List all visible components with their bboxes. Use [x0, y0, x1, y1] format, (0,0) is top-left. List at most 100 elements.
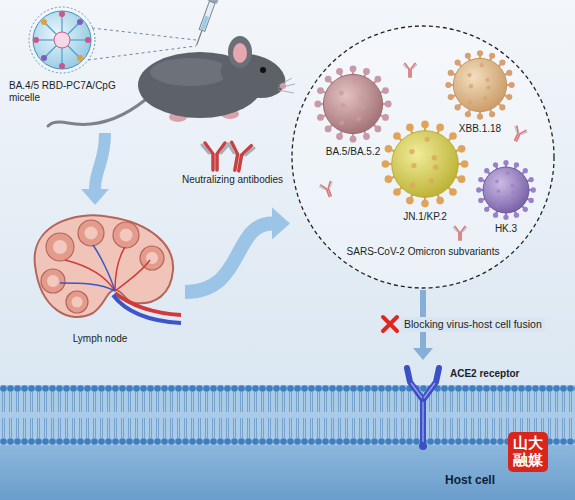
spike-protein: [514, 162, 519, 167]
spike-protein: [382, 87, 389, 94]
spike-protein: [531, 187, 536, 192]
cytoplasm: [0, 445, 575, 500]
virus-dot: [410, 183, 415, 188]
follicle: [113, 222, 139, 248]
spike-protein: [455, 104, 461, 110]
spike-protein: [449, 188, 457, 196]
spike-protein: [393, 188, 401, 196]
spike-protein: [476, 187, 481, 192]
follicle-center: [72, 297, 83, 308]
spike-protein: [336, 68, 343, 75]
arrowhead: [81, 189, 109, 205]
spike-protein: [458, 145, 466, 153]
virus-dot: [353, 80, 358, 85]
receptor-highlight: [411, 383, 435, 442]
follicle: [41, 269, 65, 293]
virus-dot: [339, 121, 344, 126]
spike-protein: [493, 213, 498, 218]
node-label: BA.5/BA.5.2: [308, 146, 398, 158]
virus-dot: [339, 91, 344, 96]
spike-protein: [317, 114, 324, 121]
spike-protein: [406, 197, 414, 205]
block-cross: [383, 317, 397, 331]
syringe: [192, 0, 219, 47]
spike-protein: [509, 82, 515, 88]
spike-protein: [363, 133, 370, 140]
virus-dot: [467, 73, 471, 77]
arrowhead: [413, 348, 433, 360]
blood-vessel: [60, 245, 115, 291]
spike-protein: [503, 215, 508, 220]
spike-protein: [382, 160, 390, 168]
virus-dot: [432, 155, 437, 160]
spike-protein: [421, 200, 429, 208]
spike-protein: [529, 198, 534, 203]
follicle-center: [120, 229, 133, 242]
virus-dot: [360, 105, 365, 110]
spike-protein: [317, 87, 324, 94]
spike-protein: [385, 175, 393, 183]
cell-membrane: [0, 385, 575, 445]
annotation: Neutralizing antibodies: [160, 174, 305, 186]
follicle: [66, 291, 88, 313]
ace2-receptor-art: [388, 360, 448, 452]
virus-dot: [480, 63, 484, 67]
spike-protein: [449, 132, 457, 140]
spike-protein: [465, 53, 471, 59]
virus-dot: [506, 171, 510, 175]
flow-arrow: [185, 224, 272, 293]
virus-particle: BA.5/BA.5.2: [308, 64, 398, 160]
node-label: JN.1/KP.2: [375, 211, 475, 223]
virus-dot: [509, 200, 513, 204]
antibody-icon: [202, 143, 228, 170]
virus-dot: [485, 78, 489, 82]
virus-dot: [356, 117, 361, 122]
spike-protein: [363, 68, 370, 75]
lymph-node-art: [15, 205, 185, 325]
spike-protein: [406, 124, 414, 132]
spike-protein: [325, 125, 332, 132]
virus-dot: [433, 165, 438, 170]
spike-protein: [493, 162, 498, 167]
spike-protein: [478, 198, 483, 203]
virus-art: [380, 119, 470, 209]
virus-particle: XBB.1.18: [440, 49, 520, 137]
virus-dot: [511, 184, 515, 188]
virus-dot: [483, 96, 487, 100]
follicle-center: [47, 275, 59, 287]
spike-protein: [421, 121, 429, 129]
spike-protein: [436, 197, 444, 205]
spike-protein: [499, 60, 505, 66]
virus-body: [453, 58, 506, 111]
virus-dot: [486, 85, 490, 89]
spike-protein: [314, 101, 321, 108]
immunization-group: BA.4/5 RBD-PC7A/CpG micelle: [5, 3, 290, 133]
spike-protein: [506, 70, 512, 76]
node-label: Lymph node: [15, 333, 185, 345]
spike-protein: [336, 133, 343, 140]
spike-protein: [350, 136, 357, 143]
node-label: Host cell: [445, 473, 525, 487]
virus-dot: [512, 190, 516, 194]
virus-body: [392, 131, 459, 198]
virus-dot: [495, 180, 499, 184]
receptor-anchor: [419, 442, 427, 450]
spike-protein: [325, 76, 332, 83]
virus-dot: [411, 163, 416, 168]
lymph-node-outline: [35, 215, 173, 317]
spike-protein: [503, 160, 508, 165]
virus-dot: [496, 203, 500, 207]
spike-protein: [529, 177, 534, 182]
spike-protein: [374, 125, 381, 132]
virus-particle: HK.3: [475, 159, 537, 237]
virus-art: [475, 159, 537, 221]
blood-vessel: [65, 247, 150, 291]
spike-protein: [506, 94, 512, 100]
virus-dot: [496, 189, 500, 193]
spike-protein: [448, 70, 454, 76]
spike-protein: [455, 60, 461, 66]
virus-dot: [359, 96, 364, 101]
spike-protein: [385, 145, 393, 153]
spike-protein: [489, 111, 495, 117]
spike-protein: [514, 213, 519, 218]
